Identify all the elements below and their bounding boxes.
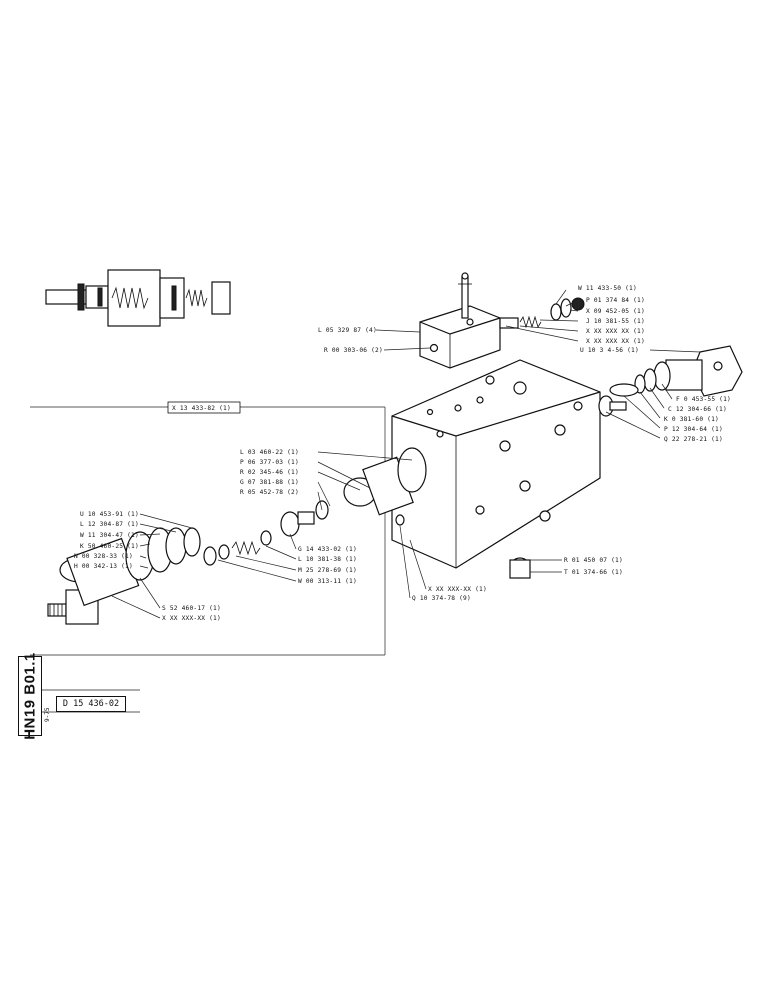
label-r00303-06: R 00 303-06 (2): [324, 347, 383, 354]
label-r01450-07: R 01 450 07 (1): [564, 557, 623, 564]
label-n00328-33: N 00 328-33 (1): [74, 553, 133, 560]
label-u10453-91: U 10 453-91 (1): [80, 511, 139, 518]
label-k50460-25: K 50 460-25 (1): [80, 543, 139, 550]
title-block-lines: [40, 689, 140, 713]
label-j10381-55: J 10 381-55 (1): [586, 318, 645, 325]
part-labels: W 11 433-50 (1) P 01 374 84 (1) X 09 452…: [74, 285, 731, 622]
label-w11304-47: W 11 304-47 (1): [80, 532, 139, 539]
label-r02345-46: R 02 345-46 (1): [240, 469, 299, 476]
label-xx-1: X XX XXX XX (1): [586, 328, 645, 335]
label-m25278-69: M 25 278-69 (1): [298, 567, 357, 574]
label-box-x13433: [167, 401, 241, 414]
label-xx-4: X XX XXX-XX (1): [428, 586, 487, 593]
label-l03460-22: L 03 460-22 (1): [240, 449, 299, 456]
valve-block: [391, 359, 601, 569]
label-t01374-66: T 01 374-66 (1): [564, 569, 623, 576]
leader-lines: [111, 289, 701, 619]
label-x09452-05: X 09 452-05 (1): [586, 308, 645, 315]
label-g07381-88: G 07 381-88 (1): [240, 479, 299, 486]
label-w00313-11: W 00 313-11 (1): [298, 578, 357, 585]
label-h00342-13: H 00 342-13 (1): [74, 563, 133, 570]
cutaway-sketch: [45, 269, 231, 327]
right-cartridge: [598, 345, 743, 417]
label-l05329-87: L 05 329 87 (4): [318, 327, 377, 334]
label-l12304-87: L 12 304-87 (1): [80, 521, 139, 528]
label-xx-3: X XX XXX-XX (1): [162, 615, 221, 622]
drawing-number: D 15 436-02: [56, 696, 126, 712]
assembly-frame-lines: [30, 406, 386, 656]
drawing-code: HN19 B01.1: [21, 652, 39, 740]
label-q22278-21: Q 22 278-21 (1): [664, 436, 723, 443]
label-u1034-56: U 10 3 4-56 (1): [580, 347, 639, 354]
label-f0453-55: F 0 453-55 (1): [676, 396, 731, 403]
label-x13433-82: X 13 433-82 (1): [172, 405, 231, 412]
label-p01374-84: P 01 374 84 (1): [586, 297, 645, 304]
label-r05452-78: R 05 452-78 (2): [240, 489, 299, 496]
label-q10374-78: Q 10 374-78 (9): [412, 595, 471, 602]
drawing-date: 9-75: [44, 707, 51, 722]
label-xx-2: X XX XXX XX (1): [586, 338, 645, 345]
label-c12304-66: C 12 304-66 (1): [668, 406, 727, 413]
drawing-code-box: HN19 B01.1: [18, 652, 42, 740]
label-k0381-60: K 0 381-60 (1): [664, 416, 719, 423]
pilot-block: [419, 272, 585, 369]
label-p12304-64: P 12 304-64 (1): [664, 426, 723, 433]
label-s52460-17: S 52 460-17 (1): [162, 605, 221, 612]
label-p06377-03: P 06 377-03 (1): [240, 459, 299, 466]
label-l10381-38: L 10 381-38 (1): [298, 556, 357, 563]
label-g14433-02: G 14 433-02 (1): [298, 546, 357, 553]
label-w11433-50: W 11 433-50 (1): [578, 285, 637, 292]
